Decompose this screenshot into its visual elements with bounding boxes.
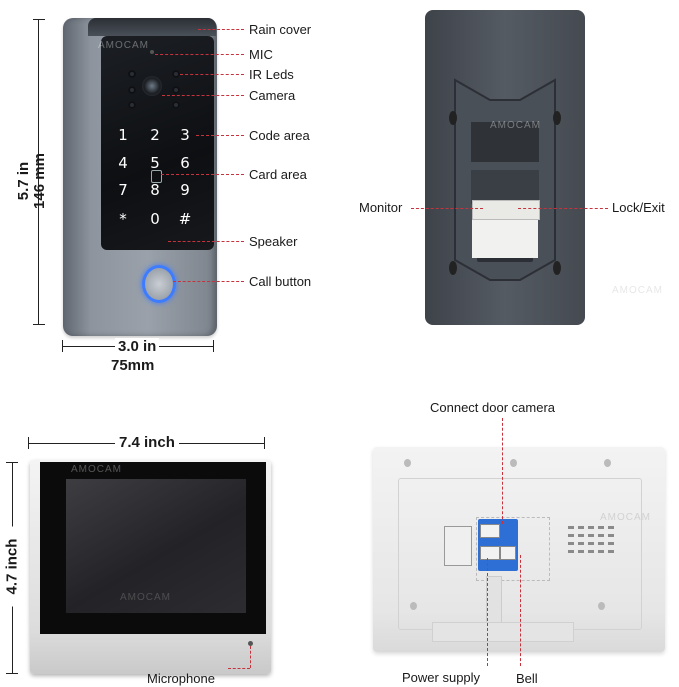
monitor-width: 7.4 inch	[115, 434, 179, 451]
leader-line	[198, 29, 244, 30]
height-in: 5.7 in	[15, 161, 32, 201]
label-speaker: Speaker	[249, 234, 298, 249]
card-reader-icon	[151, 170, 162, 183]
leader-line	[520, 555, 521, 666]
speaker-grille	[568, 526, 614, 553]
leader-line	[502, 418, 503, 524]
camera-lens	[142, 76, 162, 96]
dimension-tick	[213, 340, 214, 352]
height-mm: 146 mm	[31, 153, 48, 209]
label-camera: Camera	[249, 88, 296, 103]
label-code-area: Code area	[249, 128, 310, 143]
ir-led	[128, 101, 136, 109]
watermark: AMOCAM	[71, 464, 122, 475]
dimension-tick	[33, 19, 45, 20]
screw-hole	[404, 459, 411, 467]
keypad-key[interactable]: 8	[150, 181, 160, 199]
keypad-key[interactable]: 2	[150, 126, 160, 144]
terminal-label	[472, 220, 538, 258]
rain-cover	[88, 18, 216, 36]
leader-line	[518, 208, 608, 209]
keypad-key[interactable]: 1	[118, 126, 128, 144]
leader-line	[487, 558, 488, 666]
ir-led	[128, 86, 136, 94]
leader-line	[228, 668, 250, 669]
monitor-screen	[66, 479, 246, 613]
keypad-key[interactable]: 0	[150, 210, 160, 228]
keypad-key[interactable]: 9	[180, 181, 190, 199]
width-in: 3.0 in	[115, 338, 160, 355]
label-mic: MIC	[249, 47, 273, 62]
leader-line	[162, 95, 244, 96]
connector-door-camera	[480, 524, 500, 538]
leader-line	[155, 54, 244, 55]
monitor-back-cover	[373, 447, 665, 652]
connector-bell	[500, 546, 516, 560]
label-bell: Bell	[516, 671, 538, 686]
screw-hole	[510, 459, 517, 467]
watermark: AMOCAM	[612, 285, 663, 296]
screw-hole	[604, 459, 611, 467]
screw-hole	[410, 602, 417, 610]
label-ir-leds: IR Leds	[249, 67, 294, 82]
leader-line	[180, 74, 244, 75]
connector-power	[480, 546, 500, 560]
label-microphone: Microphone	[147, 671, 215, 686]
screw-hole	[598, 602, 605, 610]
label-lock-exit: Lock/Exit	[612, 200, 665, 215]
keypad-key[interactable]: *	[119, 210, 127, 228]
leader-line	[411, 208, 483, 209]
monitor-height: 4.7 inch	[3, 526, 21, 607]
label-card-area: Card area	[249, 167, 307, 182]
keypad-key[interactable]: 3	[180, 126, 190, 144]
label-connect-door-camera: Connect door camera	[430, 400, 556, 415]
watermark: AMOCAM	[120, 592, 171, 603]
keypad-key[interactable]: 6	[180, 154, 190, 172]
keypad-key[interactable]: 7	[118, 181, 128, 199]
ir-led	[172, 70, 180, 78]
leader-line	[250, 646, 251, 668]
dimension-tick	[33, 324, 45, 325]
label-power-supply: Power supply	[402, 670, 481, 685]
dimension-tick	[264, 437, 265, 449]
connector-bay	[476, 517, 550, 581]
microphone-hole	[248, 641, 253, 646]
leader-line	[173, 281, 244, 282]
ir-led	[172, 86, 180, 94]
leader-line	[161, 174, 244, 175]
terminal-block	[472, 200, 540, 220]
watermark: AMOCAM	[490, 120, 541, 131]
height-dimension-text: 5.7 in 146 mm	[15, 111, 48, 251]
keypad-key[interactable]: 5	[150, 154, 160, 172]
width-mm: 75mm	[111, 357, 155, 374]
ir-led	[172, 101, 180, 109]
leader-line	[196, 135, 244, 136]
watermark: AMOCAM	[98, 40, 149, 51]
keypad-key[interactable]: #	[178, 210, 192, 228]
label-rain-cover: Rain cover	[249, 22, 312, 37]
label-call-button: Call button	[249, 274, 312, 289]
bottom-notch	[432, 622, 574, 642]
leader-line	[168, 241, 244, 242]
label-monitor: Monitor	[359, 200, 403, 215]
watermark: AMOCAM	[600, 512, 651, 523]
spec-sticker	[444, 526, 472, 566]
keypad-key[interactable]: 4	[118, 154, 128, 172]
ir-led	[128, 70, 136, 78]
call-button[interactable]	[142, 265, 176, 303]
keypad-glass	[101, 36, 214, 250]
dimension-tick	[6, 673, 18, 674]
mic-hole	[150, 50, 154, 54]
dimension-line	[38, 19, 39, 325]
mount-bracket	[449, 78, 561, 281]
